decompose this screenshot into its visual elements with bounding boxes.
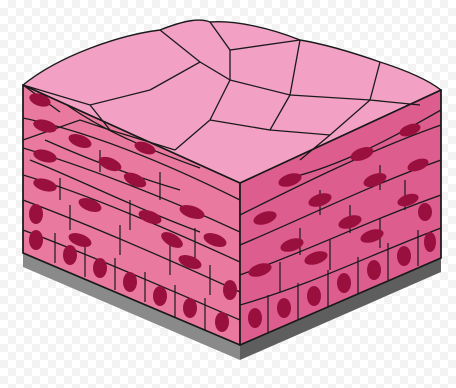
cell-nucleus xyxy=(248,308,262,328)
cell-nucleus xyxy=(223,280,237,300)
cell-nucleus xyxy=(183,298,197,318)
cell-nucleus xyxy=(63,245,77,265)
cell-nucleus xyxy=(93,258,107,278)
cell-nucleus xyxy=(215,312,229,332)
cell-nucleus xyxy=(123,272,137,292)
cell-nucleus xyxy=(418,203,432,221)
cell-nucleus xyxy=(29,204,43,224)
cell-nucleus xyxy=(277,298,291,318)
cell-nucleus xyxy=(367,260,381,280)
cell-nucleus xyxy=(153,286,167,306)
cell-nucleus xyxy=(337,273,351,293)
cell-nucleus xyxy=(424,232,436,252)
cell-nucleus xyxy=(307,286,321,306)
cell-nucleus xyxy=(397,246,411,266)
cell-nucleus xyxy=(29,230,43,250)
